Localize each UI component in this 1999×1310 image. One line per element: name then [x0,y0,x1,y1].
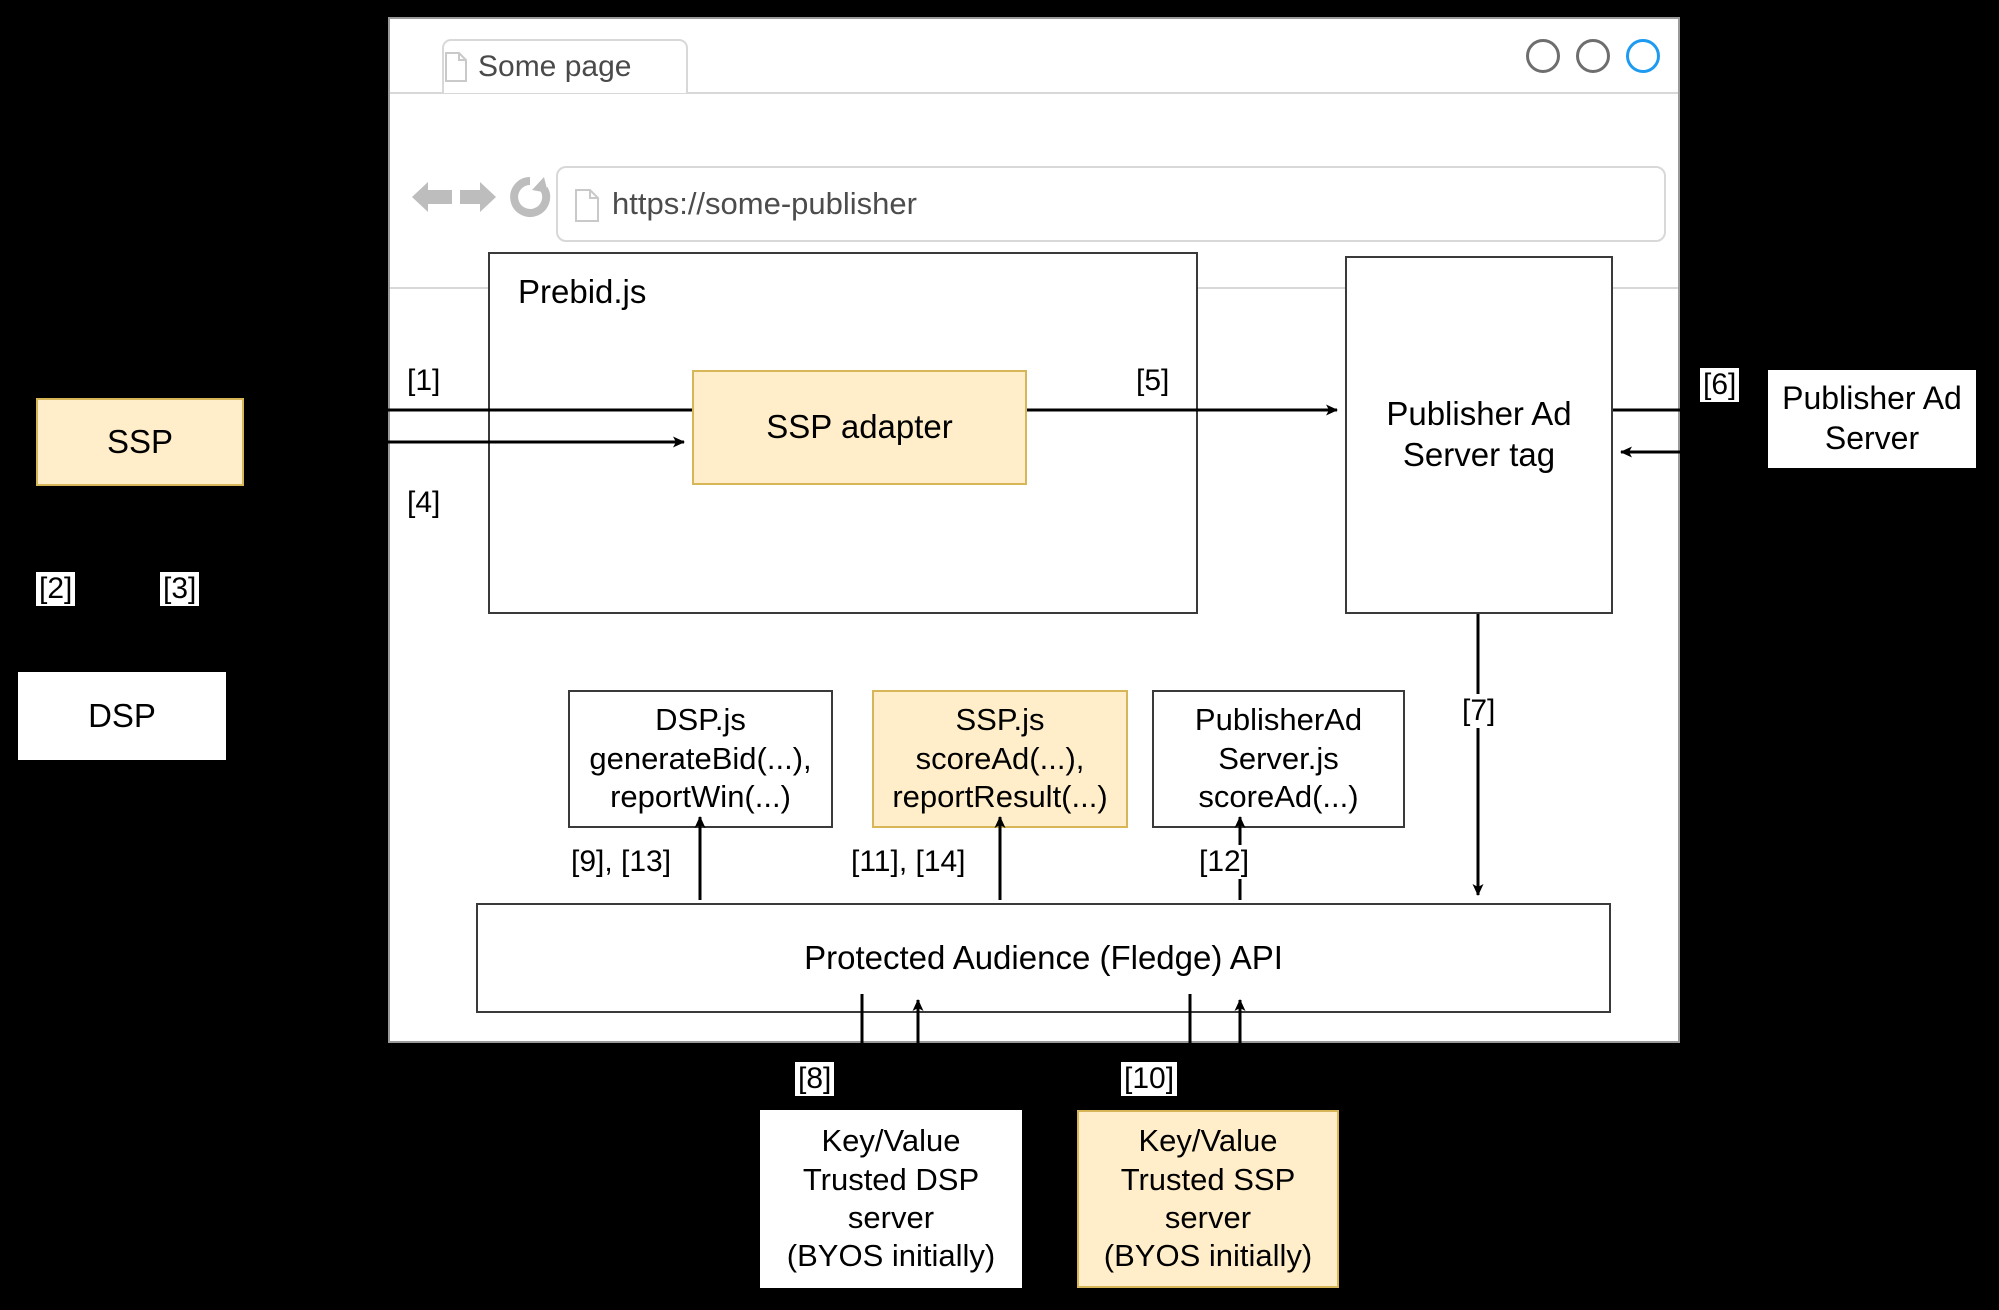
node-pas-js-line1: PublisherAd [1194,702,1363,738]
node-kv-ssp-line3: server [1164,1200,1252,1235]
maximize-button[interactable] [1576,39,1610,73]
step-label-10: [10] [1121,1062,1178,1096]
step-label-6: [6] [1700,368,1740,402]
node-ssp-js-line2: scoreAd(...), [915,740,1085,776]
close-button[interactable] [1626,39,1660,73]
forward-arrow-icon[interactable] [458,178,498,221]
node-fledge-api-label: Protected Audience (Fledge) API [804,938,1283,976]
node-pas-tag-line2: Server tag [1402,436,1556,473]
node-ssp-adapter-label: SSP adapter [766,408,953,446]
node-ssp[interactable]: SSP [36,398,244,486]
node-ssp-adapter[interactable]: SSP adapter [692,370,1027,485]
document-icon [444,52,468,82]
step-label-1: [1] [404,364,444,398]
step-label-7: [7] [1459,694,1499,728]
node-dsp[interactable]: DSP [18,672,226,760]
step-label-5: [5] [1133,364,1173,398]
node-publisher-ad-server-line1: Publisher Ad [1782,380,1962,417]
url-bar[interactable]: https://some-publisher [556,166,1666,242]
node-ssp-js[interactable]: SSP.js scoreAd(...), reportResult(...) [872,690,1128,828]
back-arrow-icon[interactable] [410,178,454,221]
step-label-8: [8] [795,1062,835,1096]
step-label-11-14: [11], [14] [848,845,969,879]
node-kv-ssp-line4: (BYOS initially) [1103,1238,1313,1274]
node-kv-dsp-line2: Trusted DSP [802,1161,980,1197]
node-dsp-js-line2: generateBid(...), [589,740,812,776]
node-protected-audience-api[interactable]: Protected Audience (Fledge) API [476,903,1611,1013]
reload-icon[interactable] [508,175,552,224]
step-label-2: [2] [36,572,76,606]
step-label-12: [12] [1196,845,1253,879]
node-kv-dsp-line1: Key/Value [821,1123,961,1159]
node-prebid-label: Prebid.js [518,273,647,310]
node-pas-js-line2: Server.js [1218,740,1339,776]
node-ssp-js-line3: reportResult(...) [892,779,1108,815]
node-kv-dsp-line4: (BYOS initially) [786,1238,996,1274]
browser-tab-some-page[interactable]: Some page [442,39,688,93]
node-dsp-js[interactable]: DSP.js generateBid(...), reportWin(...) [568,690,833,828]
tabstrip-baseline [390,92,1678,94]
node-publisher-ad-server-js[interactable]: PublisherAd Server.js scoreAd(...) [1152,690,1405,828]
browser-tab-title: Some page [478,50,632,83]
browser-toolbar: https://some-publisher [390,94,1678,289]
node-publisher-ad-server-tag[interactable]: Publisher Ad Server tag [1345,256,1613,614]
node-kv-dsp-line3: server [847,1200,935,1235]
node-dsp-js-line3: reportWin(...) [610,779,791,815]
step-label-4: [4] [404,486,444,520]
minimize-button[interactable] [1526,39,1560,73]
node-kv-trusted-ssp-server[interactable]: Key/Value Trusted SSP server (BYOS initi… [1077,1110,1339,1288]
node-kv-ssp-line2: Trusted SSP [1120,1161,1296,1197]
node-ssp-js-line1: SSP.js [955,702,1045,738]
node-pas-js-line3: scoreAd(...) [1198,779,1359,815]
step-label-3: [3] [160,572,200,606]
document-icon [574,189,599,222]
node-dsp-label: DSP [88,696,156,734]
url-text[interactable]: https://some-publisher [612,186,917,221]
node-kv-trusted-dsp-server[interactable]: Key/Value Trusted DSP server (BYOS initi… [760,1110,1022,1288]
node-publisher-ad-server-line2: Server [1824,420,1920,456]
node-pas-tag-line1: Publisher Ad [1386,395,1572,433]
node-dsp-js-line1: DSP.js [655,702,746,738]
node-ssp-label: SSP [106,422,174,460]
browser-tabstrip: Some page [390,19,1678,94]
browser-window: Some page [388,17,1680,1043]
step-label-9-13: [9], [13] [568,845,675,879]
node-publisher-ad-server[interactable]: Publisher Ad Server [1768,370,1976,468]
node-kv-ssp-line1: Key/Value [1138,1123,1278,1159]
